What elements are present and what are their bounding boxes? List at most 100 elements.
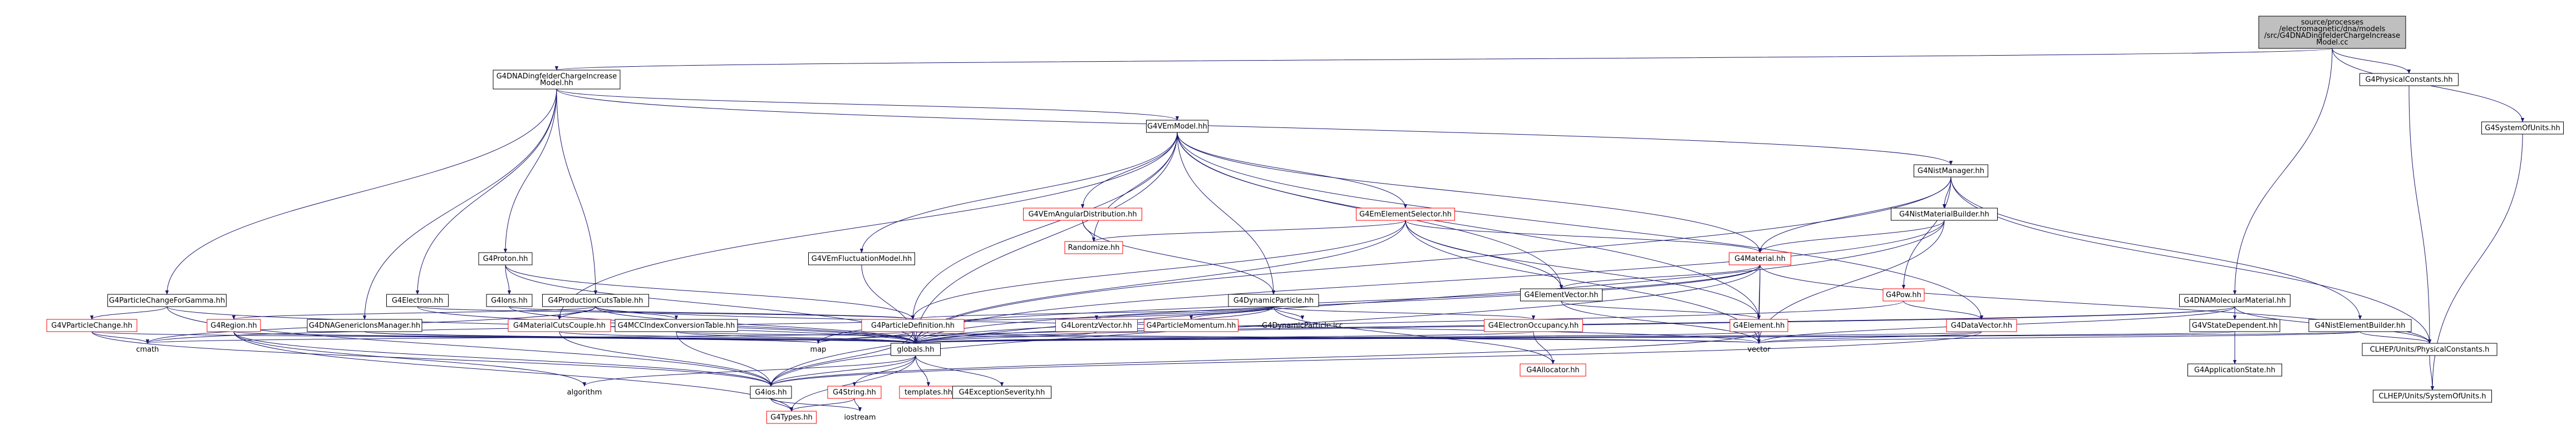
edge-emAngular-to-dynParticle — [1082, 220, 1276, 295]
node-pow[interactable]: G4Pow.hh — [1882, 288, 1925, 302]
node-pow-box — [1882, 288, 1925, 302]
node-dynParticleIcc: G4DynamicParticle.icc — [1262, 322, 1343, 330]
node-root-label: /src/G4DNADingfelderChargeIncrease — [2264, 32, 2400, 40]
edge-vParticleChange-to-g4ios — [91, 331, 773, 387]
node-element[interactable]: G4Element.hh — [1729, 319, 1788, 332]
node-vParticleChange[interactable]: G4VParticleChange.hh — [46, 319, 137, 332]
node-particleDef[interactable]: G4ParticleDefinition.hh — [861, 319, 965, 332]
node-clhepPhys[interactable]: CLHEP/Units/PhysicalConstants.h — [2362, 343, 2498, 356]
node-vector-label: vector — [1747, 346, 1771, 354]
edge-dingfelderModel-to-dnaGenIonsMgr — [362, 88, 557, 320]
node-electron[interactable]: G4Electron.hh — [386, 294, 449, 307]
node-ions[interactable]: G4Ions.hh — [486, 294, 533, 307]
node-particleMomentum-box — [1144, 319, 1238, 332]
node-nistElemBuilder-label: G4NistElementBuilder.hh — [2315, 322, 2406, 330]
node-matCutsCouple-label: G4MaterialCutsCouple.hh — [513, 322, 606, 330]
node-physConst[interactable]: G4PhysicalConstants.hh — [2359, 73, 2459, 86]
edge-proton-to-ions — [505, 264, 512, 295]
node-g4ios-box — [750, 386, 792, 399]
node-allocator[interactable]: G4Allocator.hh — [1520, 363, 1586, 377]
node-iostream: iostream — [844, 413, 876, 422]
node-dingfelderModel-label: Model.hh — [540, 79, 573, 87]
edge-g4string-to-iostream — [854, 398, 862, 412]
node-nistManager-label: G4NistManager.hh — [1918, 167, 1984, 175]
node-electronOcc[interactable]: G4ElectronOccupancy.hh — [1484, 319, 1583, 332]
edge-globals-to-algorithm — [582, 355, 916, 387]
node-nistManager[interactable]: G4NistManager.hh — [1914, 164, 1988, 177]
node-prodCutsTable[interactable]: G4ProductionCutsTable.hh — [542, 294, 649, 307]
node-dingfelderModel-label: G4DNADingfelderChargeIncrease — [496, 72, 617, 81]
node-particleDef-box — [861, 319, 965, 332]
edge-mccIndexConv-to-g4ios — [676, 331, 773, 387]
node-emFluct[interactable]: G4VEmFluctuationModel.hh — [808, 252, 915, 265]
edge-emAngular-to-randomize — [1082, 220, 1096, 242]
node-dnaMolMat[interactable]: G4DNAMolecularMaterial.hh — [2179, 294, 2290, 307]
edge-particleDef-to-cmath — [146, 331, 913, 344]
edge-emElementSel-to-particleDef — [911, 220, 1406, 320]
node-appState[interactable]: G4ApplicationState.hh — [2187, 363, 2282, 377]
node-elementVector-label: G4ElementVector.hh — [1524, 291, 1598, 299]
node-pcForGamma[interactable]: G4ParticleChangeForGamma.hh — [107, 294, 227, 307]
node-g4types[interactable]: G4Types.hh — [766, 411, 817, 424]
node-exceptionSev[interactable]: G4ExceptionSeverity.hh — [952, 386, 1051, 399]
node-electron-box — [386, 294, 449, 307]
edge-nistManager-to-nistElemBuilder — [1950, 176, 2362, 320]
node-elementVector[interactable]: G4ElementVector.hh — [1520, 288, 1602, 302]
node-randomize[interactable]: Randomize.hh — [1064, 241, 1123, 254]
edge-dynParticle-to-electronOcc — [1273, 306, 1535, 320]
node-dynParticle[interactable]: G4DynamicParticle.hh — [1228, 294, 1319, 307]
node-emElementSel[interactable]: G4EmElementSelector.hh — [1356, 208, 1455, 221]
edge-dingfelderModel-to-pcForGamma — [165, 88, 557, 295]
node-proton[interactable]: G4Proton.hh — [478, 252, 533, 265]
node-dnaGenIonsMgr[interactable]: G4DNAGenericIonsManager.hh — [307, 319, 422, 332]
node-vParticleChange-box — [46, 319, 137, 332]
node-vEmModel[interactable]: G4VEmModel.hh — [1146, 120, 1208, 133]
node-matCutsCouple[interactable]: G4MaterialCutsCouple.hh — [508, 319, 611, 332]
node-mccIndexConv-label: G4MCCIndexConversionTable.hh — [618, 322, 735, 330]
node-proton-box — [478, 252, 533, 265]
edge-matCutsCouple-to-globals — [559, 331, 917, 344]
node-electron-label: G4Electron.hh — [392, 297, 443, 305]
edge-dynParticle-to-dynParticleIcc — [1273, 306, 1305, 320]
edge-particleDef-to-map — [816, 331, 913, 344]
node-algorithm: algorithm — [567, 388, 602, 397]
node-material-label: G4Material.hh — [1734, 255, 1786, 263]
node-g4ios[interactable]: G4ios.hh — [750, 386, 792, 399]
node-material[interactable]: G4Material.hh — [1729, 252, 1791, 265]
edge-nistElemBuilder-to-globals — [915, 331, 2361, 344]
edge-electronOcc-to-globals — [914, 331, 1534, 344]
node-dingfelderModel-box — [493, 70, 621, 90]
edge-dataVector-to-vector — [1757, 331, 1982, 344]
edge-vEmModel-to-matCutsCouple — [557, 132, 1178, 320]
node-elementVector-box — [1520, 288, 1602, 302]
node-sysUnits[interactable]: G4SystemOfUnits.hh — [2481, 121, 2564, 135]
node-nistMatBuilder[interactable]: G4NistMaterialBuilder.hh — [1891, 208, 1998, 221]
edge-particleDef-to-vector — [912, 331, 1761, 344]
node-templates[interactable]: templates.hh — [899, 386, 958, 399]
edge-vEmModel-to-emElementSel — [1177, 132, 1408, 209]
node-mccIndexConv[interactable]: G4MCCIndexConversionTable.hh — [614, 319, 738, 332]
node-globals[interactable]: globals.hh — [891, 343, 941, 356]
node-clhepUnits[interactable]: CLHEP/Units/SystemOfUnits.h — [2373, 389, 2492, 403]
node-nistElemBuilder[interactable]: G4NistElementBuilder.hh — [2308, 319, 2412, 332]
node-emAngular-box — [1023, 208, 1142, 221]
node-ions-label: G4Ions.hh — [491, 297, 528, 305]
node-vStateDep[interactable]: G4VStateDependent.hh — [2189, 319, 2280, 332]
edge-dingfelderModel-to-proton — [503, 88, 557, 253]
node-dataVector[interactable]: G4DataVector.hh — [1946, 319, 2017, 332]
node-lorentzVector[interactable]: G4LorentzVector.hh — [1055, 319, 1138, 332]
node-dynParticle-label: G4DynamicParticle.hh — [1233, 297, 1314, 305]
node-dnaMolMat-box — [2179, 294, 2290, 307]
node-ions-box — [486, 294, 533, 307]
node-g4string[interactable]: G4String.hh — [827, 386, 882, 399]
edge-vEmModel-to-emFluct — [859, 132, 1178, 253]
edge-prodCutsTable-to-matCutsCouple — [557, 306, 596, 320]
node-region[interactable]: G4Region.hh — [207, 319, 261, 332]
node-emAngular[interactable]: G4VEmAngularDistribution.hh — [1023, 208, 1142, 221]
node-particleMomentum[interactable]: G4ParticleMomentum.hh — [1144, 319, 1238, 332]
node-g4types-label: G4Types.hh — [770, 413, 813, 422]
edge-vEmModel-to-particleDef — [911, 132, 1178, 320]
node-root[interactable]: source/processes/electromagnetic/dna/mod… — [2258, 16, 2406, 49]
edge-dingfelderModel-to-electron — [415, 88, 557, 295]
